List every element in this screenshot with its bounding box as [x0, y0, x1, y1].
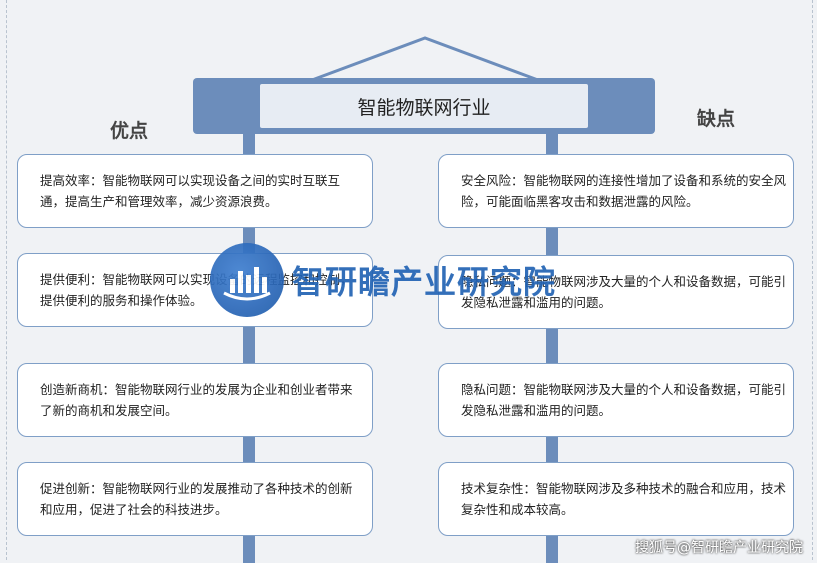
right-pillar	[546, 130, 558, 563]
con-box-3: 隐私问题：智能物联网涉及大量的个人和设备数据，可能引发隐私泄露和滥用的问题。	[438, 363, 794, 437]
watermark-text: 智研瞻产业研究院	[292, 263, 557, 301]
source-credit: 搜狐号@智研瞻产业研究院	[635, 540, 803, 556]
con-box-2: 隐私问题：智能物联网涉及大量的个人和设备数据，可能引发隐私泄露和滥用的问题。	[438, 255, 794, 329]
pros-heading: 优点	[110, 120, 149, 142]
pro-box-3: 创造新商机：智能物联网行业的发展为企业和创业者带来了新的商机和发展空间。	[17, 363, 373, 437]
cons-heading: 缺点	[697, 108, 736, 130]
con-box-4: 技术复杂性：智能物联网涉及多种技术的融合和应用，技术复杂性和成本较高。	[438, 462, 794, 536]
pro-box-2: 提供便利：智能物联网可以实现设备的远程监控和控制，提供便利的服务和操作体验。	[17, 253, 373, 327]
pro-box-4: 促进创新：智能物联网行业的发展推动了各种技术的创新和应用，促进了社会的科技进步。	[17, 462, 373, 536]
diagram-title: 智能物联网行业	[260, 84, 588, 128]
left-pillar	[243, 130, 255, 563]
hanger-triangle	[311, 36, 539, 82]
watermark: 智研瞻产业研究院	[210, 240, 556, 320]
page-frame	[6, 0, 813, 560]
pro-box-1: 提高效率：智能物联网可以实现设备之间的实时互联互通，提高生产和管理效率，减少资源…	[17, 154, 373, 228]
watermark-logo-icon	[210, 243, 284, 317]
con-box-1: 安全风险：智能物联网的连接性增加了设备和系统的安全风险，可能面临黑客攻击和数据泄…	[438, 154, 794, 228]
